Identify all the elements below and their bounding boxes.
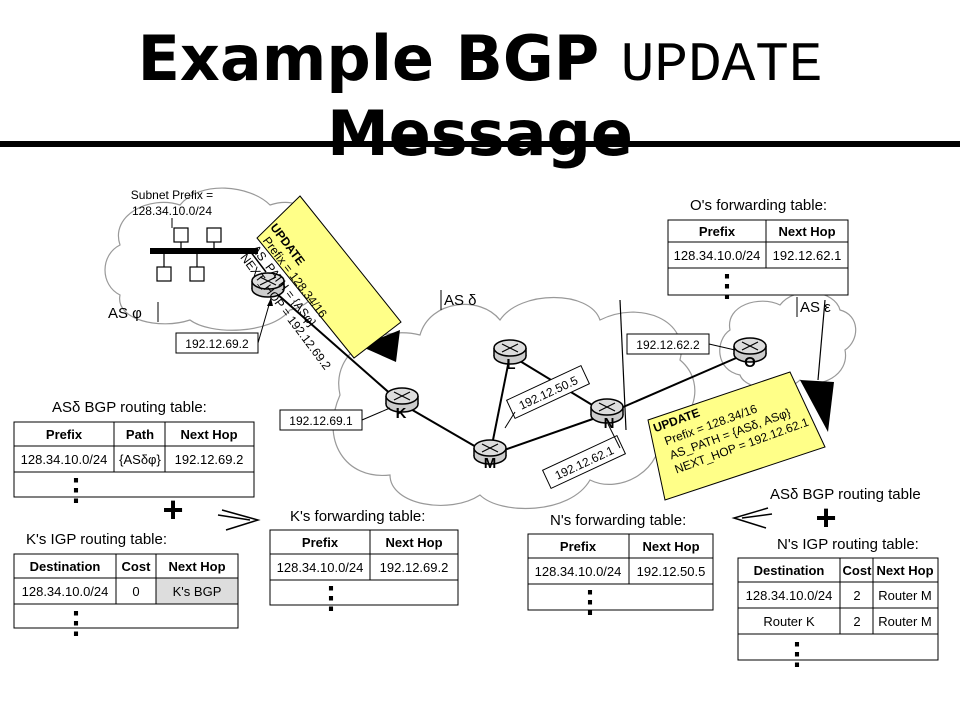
subnet-label-1: Subnet Prefix = [131,188,213,202]
address-box-1: 192.12.69.2 [175,297,273,354]
svg-text:192.12.62.1: 192.12.62.1 [773,248,842,263]
ellipsis-icon: ⋮ [61,607,91,640]
svg-text:Next Hop: Next Hop [168,559,225,574]
ellipsis-icon: ⋮ [575,586,605,619]
as-epsilon-label: AS ε [800,299,831,316]
svg-text:Destination: Destination [754,563,825,578]
update-message-2: UPDATE Prefix = 128.34/16 AS_PATH = {ASδ… [647,371,834,501]
bgp-left-caption: ASδ BGP routing table: [52,399,207,416]
svg-text:192.12.69.2: 192.12.69.2 [175,452,244,467]
arrow-right-icon [217,509,261,531]
ellipsis-icon: ⋮ [316,582,346,615]
router-l-label: L [506,356,515,373]
fwd-n-caption: N's forwarding table: [550,512,686,529]
fwd-k-caption: K's forwarding table: [290,508,425,525]
svg-text:Next Hop: Next Hop [385,535,442,550]
igp-table-k: K's IGP routing table: Destination Cost … [13,531,239,640]
svg-text:Cost: Cost [843,563,873,578]
svg-text:2: 2 [853,588,860,603]
svg-text:192.12.69.1: 192.12.69.1 [289,414,353,428]
svg-text:Router M: Router M [878,588,931,603]
svg-text:128.34.10.0/24: 128.34.10.0/24 [535,564,622,579]
svg-text:Next Hop: Next Hop [642,539,699,554]
svg-text:128.34.10.0/24: 128.34.10.0/24 [22,584,109,599]
o-fwd-caption: O's forwarding table: [690,197,827,214]
igp-n-caption: N's IGP routing table: [777,536,919,553]
router-k-label: K [396,405,407,422]
svg-text:Prefix: Prefix [560,539,597,554]
subnet-label-2: 128.34.10.0/24 [132,204,212,218]
svg-text:192.12.69.2: 192.12.69.2 [185,337,249,351]
title-text-2: Message [327,97,633,170]
svg-text:192.12.50.5: 192.12.50.5 [637,564,706,579]
address-box-3: 192.12.62.2 [626,333,736,355]
plus-icon-right: + [815,497,836,538]
svg-text:0: 0 [132,584,139,599]
address-box-2: 192.12.69.1 [279,407,391,431]
host-icons [156,227,222,282]
router-o-label: O [744,354,756,371]
ellipsis-icon: ⋮ [712,270,742,303]
svg-text:2: 2 [853,614,860,629]
svg-text:Path: Path [126,427,154,442]
svg-text:Router M: Router M [878,614,931,629]
svg-text:Next Hop: Next Hop [778,224,835,239]
svg-text:{ASδφ}: {ASδφ} [119,452,161,467]
svg-text:Next Hop: Next Hop [180,427,237,442]
svg-text:Prefix: Prefix [46,427,83,442]
as-phi-label: AS φ [108,305,142,322]
router-n-label: N [604,415,615,432]
bgp-right-caption: ASδ BGP routing table [770,486,921,503]
o-forwarding-table: O's forwarding table: Prefix Next Hop 12… [667,197,849,303]
router-m-label: M [484,455,497,472]
page-title: Example BGP UPDATE Message [0,22,960,170]
svg-text:192.12.69.2: 192.12.69.2 [380,560,449,575]
links [267,285,751,456]
as-delta-label: AS δ [444,292,477,309]
ellipsis-icon: ⋮ [782,638,812,671]
svg-text:Prefix: Prefix [699,224,736,239]
title-rule [0,141,960,147]
svg-text:128.34.10.0/24: 128.34.10.0/24 [674,248,761,263]
bgp-table-left: ASδ BGP routing table: Prefix Path Next … [13,399,255,507]
svg-text:128.34.10.0/24: 128.34.10.0/24 [277,560,364,575]
svg-text:Router K: Router K [763,614,815,629]
title-text-1: Example BGP [137,22,600,95]
igp-k-caption: K's IGP routing table: [26,531,167,548]
svg-text:K's BGP: K's BGP [173,584,222,599]
svg-text:192.12.62.2: 192.12.62.2 [636,338,700,352]
as-epsilon-cloud [719,291,857,390]
svg-text:Prefix: Prefix [302,535,339,550]
fwd-table-n: N's forwarding table: Prefix Next Hop 12… [527,512,714,619]
svg-text:128.34.10.0/24: 128.34.10.0/24 [746,588,833,603]
svg-text:Cost: Cost [122,559,152,574]
ellipsis-icon: ⋮ [61,474,91,507]
svg-text:Next Hop: Next Hop [876,563,933,578]
plus-icon-left: + [162,489,183,530]
igp-table-n: N's IGP routing table: Destination Cost … [737,536,939,671]
arrow-left-icon [731,507,773,529]
fwd-table-k: K's forwarding table: Prefix Next Hop 12… [269,508,459,615]
title-text-mono: UPDATE [620,33,823,97]
svg-text:128.34.10.0/24: 128.34.10.0/24 [21,452,108,467]
svg-text:Destination: Destination [30,559,101,574]
